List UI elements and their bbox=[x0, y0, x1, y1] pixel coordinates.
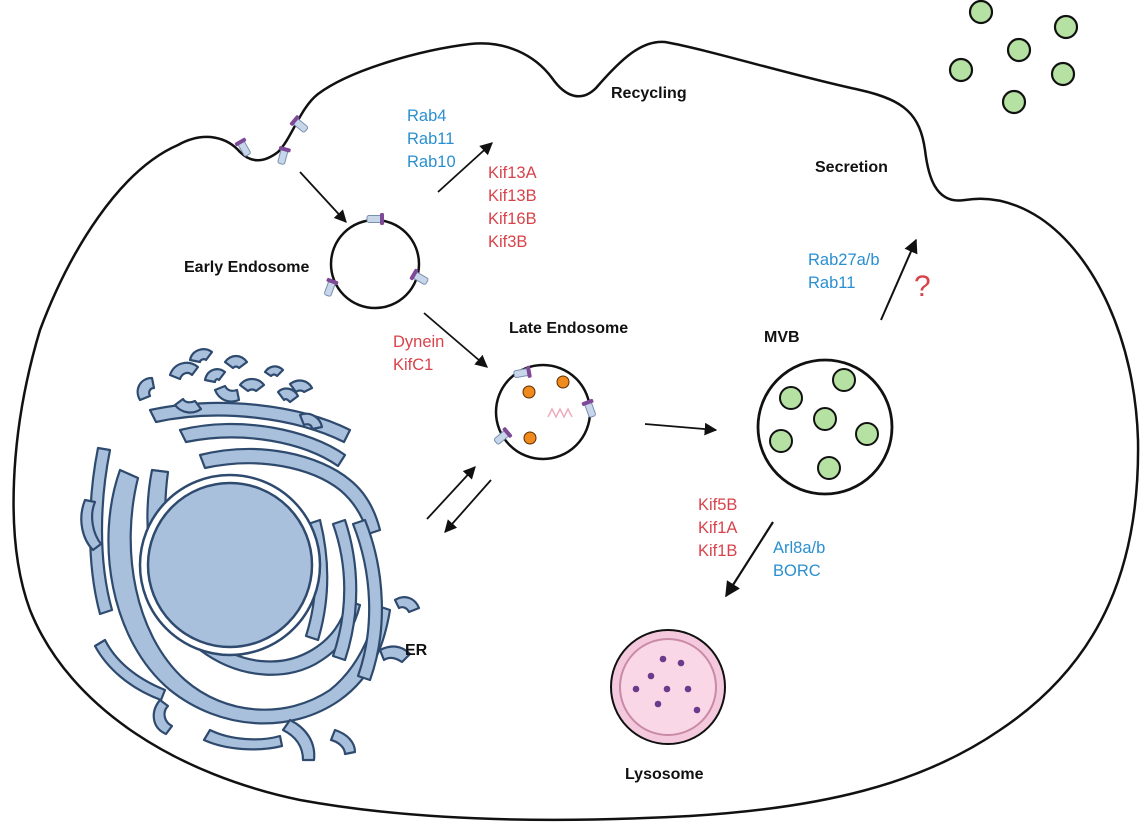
secretion-rab: Rab11 bbox=[808, 274, 856, 292]
nucleus bbox=[138, 473, 322, 657]
recycling-arrow bbox=[437, 142, 493, 193]
recycling-kinesin: Kif16B bbox=[488, 210, 537, 228]
late-endosome bbox=[491, 363, 599, 461]
recycling-rab: Rab11 bbox=[407, 130, 455, 148]
mvb-to-lysosome-arrow bbox=[725, 521, 774, 598]
late-to-er-arrow bbox=[444, 479, 492, 533]
er-label: ER bbox=[405, 642, 428, 659]
recycling-label: Recycling bbox=[611, 85, 687, 102]
late-to-mvb-arrow bbox=[644, 422, 718, 436]
lysosome-kinesin: Kif1B bbox=[698, 542, 738, 560]
early-to-late-arrow bbox=[423, 312, 488, 368]
late-transport-motor-list: Dynein KifC1 bbox=[393, 331, 444, 377]
recycling-rab: Rab4 bbox=[407, 107, 447, 125]
lysosome-kinesin-list: Kif5B Kif1A Kif1B bbox=[698, 494, 737, 563]
mvb-to-secretion-arrow bbox=[880, 238, 918, 321]
recycling-kinesin: Kif13B bbox=[488, 187, 537, 205]
secretion-label: Secretion bbox=[815, 159, 888, 176]
recycling-kinesin: Kif13A bbox=[488, 164, 537, 182]
lysosome-regulator-list: Arl8a/b BORC bbox=[773, 537, 825, 583]
endoplasmic-reticulum bbox=[80, 348, 421, 762]
mvb-label: MVB bbox=[764, 329, 800, 346]
late-transport-motor: KifC1 bbox=[393, 356, 434, 374]
secreted-vesicles bbox=[948, 0, 1079, 115]
er-to-late-arrow bbox=[426, 466, 476, 520]
lysosome-regulator: BORC bbox=[773, 562, 821, 580]
recycling-rab: Rab10 bbox=[407, 153, 456, 171]
secretion-unknown-mark: ? bbox=[914, 270, 931, 303]
lysosome-kinesin: Kif5B bbox=[698, 496, 738, 514]
secretion-rab-list: Rab27a/b Rab11 bbox=[808, 249, 880, 295]
early-endosome bbox=[321, 212, 431, 310]
lysosome-regulator: Arl8a/b bbox=[773, 539, 826, 557]
lysosome-label: Lysosome bbox=[625, 766, 704, 783]
recycling-kinesin: Kif3B bbox=[488, 233, 528, 251]
lysosome-kinesin: Kif1A bbox=[698, 519, 738, 537]
late-transport-motor: Dynein bbox=[393, 333, 445, 351]
late-endosome-label: Late Endosome bbox=[509, 320, 629, 337]
endocytosis-arrow bbox=[299, 171, 347, 223]
multivesicular-body bbox=[756, 358, 894, 496]
secretion-rab: Rab27a/b bbox=[808, 251, 880, 269]
lysosome bbox=[610, 629, 726, 745]
recycling-kinesin-list: Kif13A Kif13B Kif16B Kif3B bbox=[488, 162, 537, 254]
recycling-rab-list: Rab4 Rab11 Rab10 bbox=[407, 105, 456, 174]
early-endosome-label: Early Endosome bbox=[184, 259, 310, 276]
